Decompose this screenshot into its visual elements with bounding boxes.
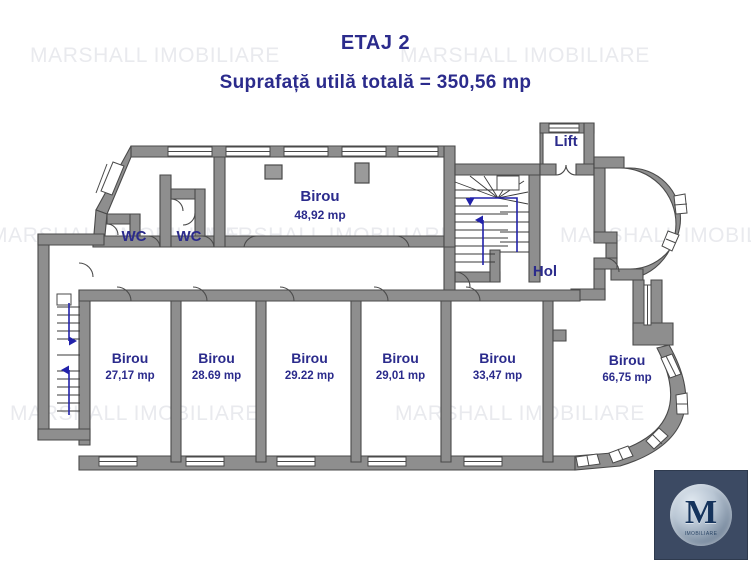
wall-lift-bottom-a [539, 163, 557, 176]
logo-disc-icon: M IMOBILIARE [670, 484, 732, 546]
column [264, 164, 283, 180]
wall-left-stair-right [78, 289, 91, 446]
wall-office-jamb [552, 329, 567, 342]
stair-down-arrow [465, 197, 518, 252]
wall-lower-top [78, 289, 581, 302]
door-swing [78, 262, 94, 278]
wall-hol-notch-a [593, 231, 618, 244]
door-swing [106, 223, 119, 236]
wall-lift-bottom-b [575, 163, 595, 176]
wall-apse-upper [619, 157, 681, 281]
door-group [78, 164, 620, 302]
wall-hol-notch-b [605, 242, 618, 259]
wall-office-partition-1 [170, 300, 182, 463]
wall-wc-partition-2 [213, 156, 226, 248]
wall-stairwell-bottom-stub [489, 249, 501, 283]
wall-apse-upper-top [593, 156, 625, 169]
logo-monogram: M [684, 493, 718, 531]
wall-birou48-right [443, 145, 456, 248]
wall-office-partition-2 [255, 300, 267, 463]
door-swing [279, 286, 295, 302]
window-group [95, 123, 689, 468]
wall-lower-left-outer [37, 233, 50, 441]
door-swing [201, 235, 215, 248]
door-swing [604, 257, 620, 273]
wall-hol-left-upper [593, 167, 606, 233]
wall-lower-left-bottom [37, 428, 91, 441]
wall-office-partition-5 [542, 300, 554, 463]
door-swing [147, 235, 161, 248]
wall-stairwell-left-lower [443, 246, 456, 293]
stair-landing-left [56, 293, 72, 306]
staircase-main [454, 175, 529, 265]
door-swing [555, 164, 567, 176]
wall-left-stair-top [37, 233, 105, 246]
wall-stairwell-right [528, 174, 541, 283]
wall-wc1-fixture-side [129, 213, 141, 237]
wall-stairwell-top [454, 163, 541, 176]
company-logo: M IMOBILIARE [654, 470, 748, 560]
wall-wc-partition-1 [159, 174, 172, 248]
wall-hol-notch-c [593, 257, 618, 270]
door-swing [395, 235, 410, 248]
door-swing [565, 164, 577, 176]
column [354, 162, 370, 184]
door-swing [192, 286, 208, 302]
door-swing [170, 198, 184, 212]
door-swing [373, 286, 389, 302]
wall-office-partition-3 [350, 300, 362, 463]
logo-wordmark: IMOBILIARE [684, 530, 718, 537]
door-swing [182, 212, 196, 226]
wall-apse-connector-base [632, 322, 674, 346]
window-diagonal [100, 161, 125, 196]
door-swing [465, 286, 481, 302]
staircase-left [56, 293, 80, 415]
door-swing [454, 271, 471, 288]
column-group [264, 162, 370, 184]
door-swing [116, 286, 132, 302]
wall-wc-cubicle-side [194, 188, 206, 237]
wall-upper-bottom-c [223, 235, 445, 248]
wall-office-partition-4 [440, 300, 452, 463]
stair-landing [496, 175, 520, 191]
door-swing [243, 235, 258, 248]
wall-apse-upper-base [610, 268, 644, 281]
